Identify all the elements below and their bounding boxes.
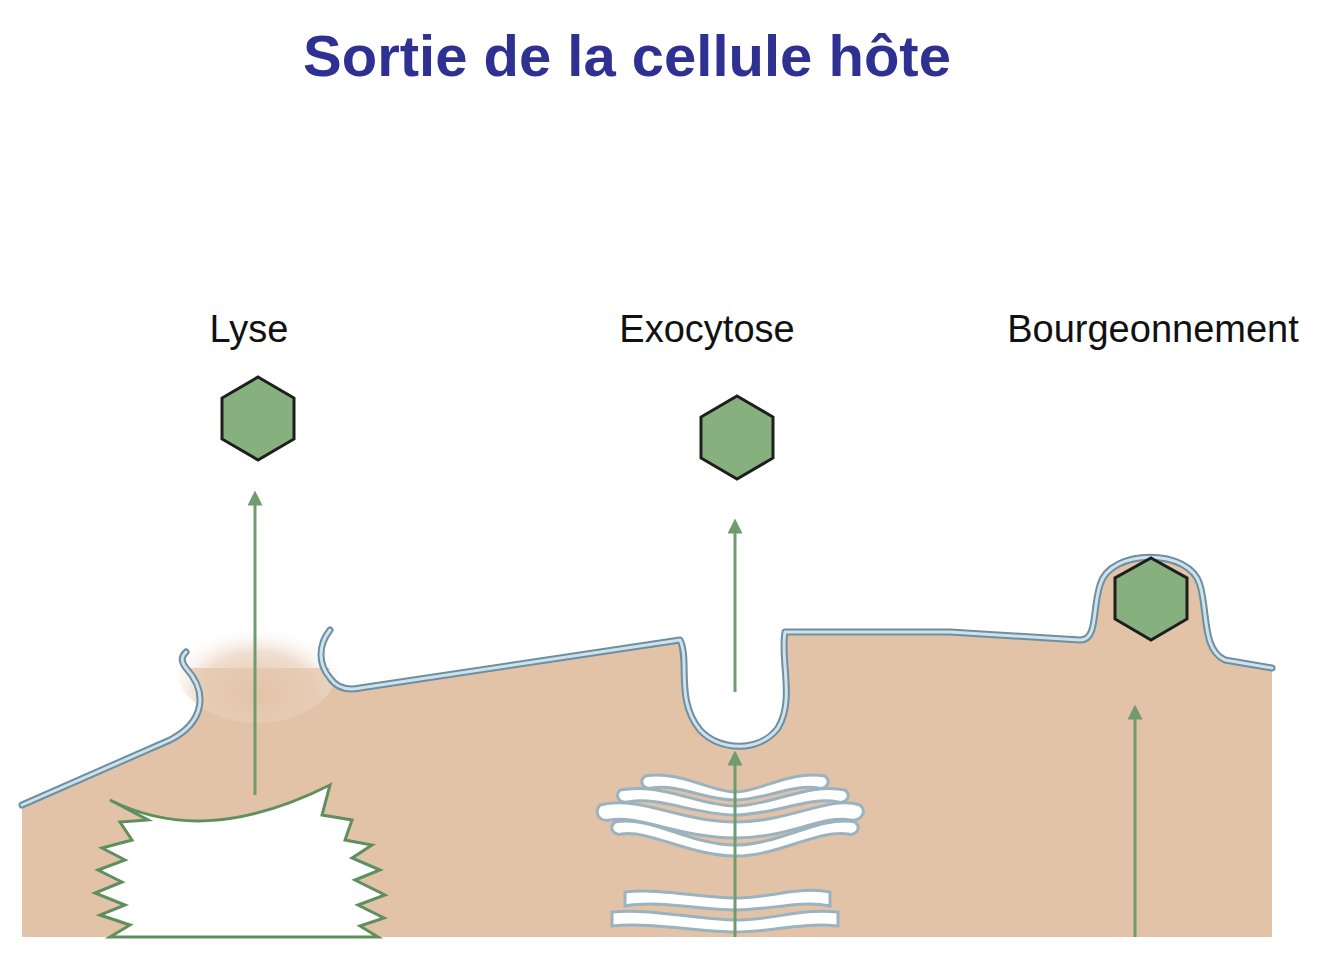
mechanism-label: Bourgeonnement: [1007, 309, 1299, 351]
golgi-apparatus: [597, 775, 863, 932]
mechanism-label: Exocytose: [619, 309, 794, 351]
cell-body: [22, 557, 1272, 937]
mechanism-label: Lyse: [210, 309, 289, 351]
virion-hexagon: [222, 377, 1187, 640]
exit-arrows: [255, 498, 1135, 937]
lysing-vacuole: [95, 785, 385, 937]
slide-title: Sortie de la cellule hôte: [303, 24, 951, 88]
membrane: [22, 557, 1272, 805]
